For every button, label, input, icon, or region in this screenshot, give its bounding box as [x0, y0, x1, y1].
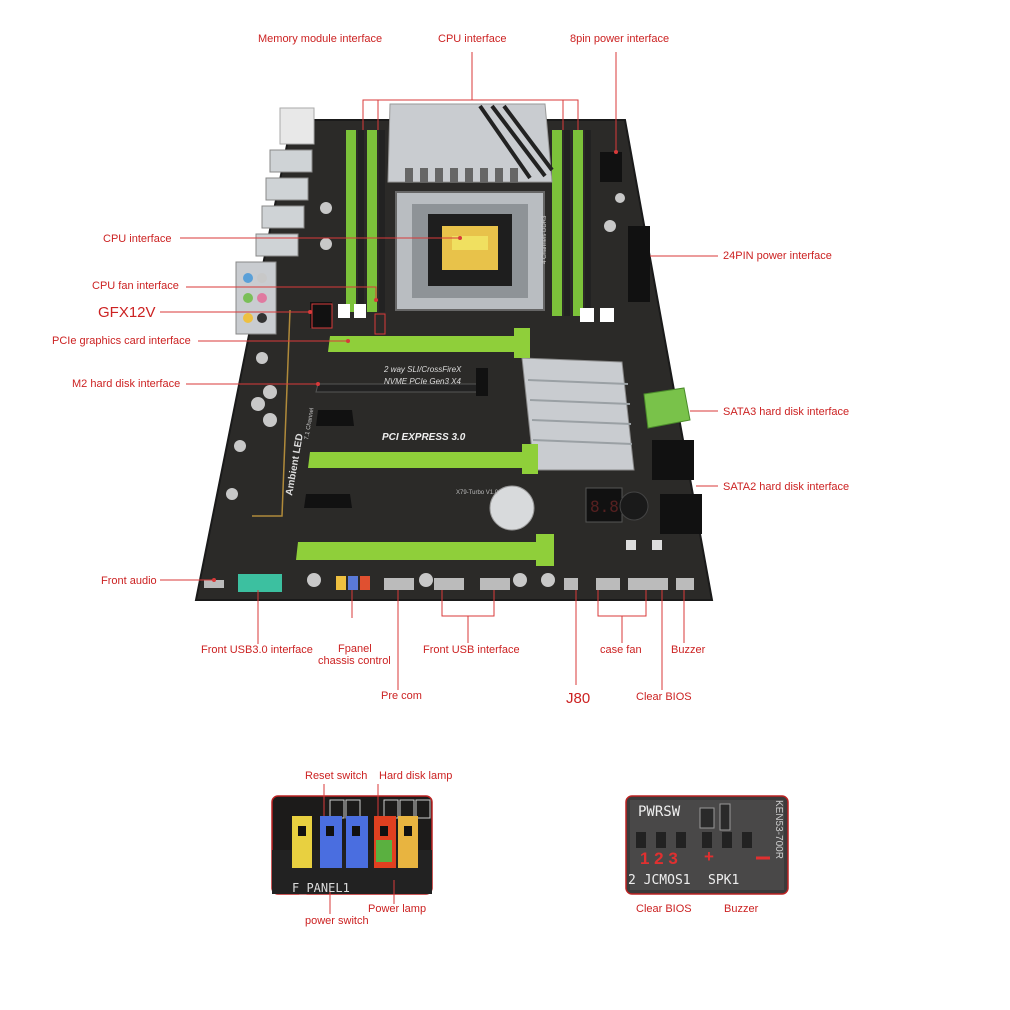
power-lamp-label: Power lamp	[368, 903, 427, 915]
pcie-slot-3	[296, 542, 546, 560]
io-shield-port	[279, 107, 315, 145]
buzzer-label: Buzzer	[671, 644, 706, 656]
usb-ports	[255, 149, 313, 257]
cpu-left-label: CPU interface	[103, 233, 172, 245]
front-usb3-label: Front USB3.0 interface	[201, 644, 313, 656]
channel-board-text: 7.1 Channel	[304, 407, 316, 440]
clear-bios-label: Clear BIOS	[636, 691, 692, 703]
spk-text: SPK1	[708, 873, 739, 888]
24pin-connector	[628, 226, 650, 302]
cpu-fan-label: CPU fan interface	[92, 280, 179, 292]
pre-com-label: Pre com	[381, 690, 422, 702]
clear-bios-detail-label: Clear BIOS	[636, 903, 692, 915]
hdd-lamp-label: Hard disk lamp	[379, 770, 453, 782]
pcie-slot-1	[328, 336, 524, 352]
side-text: KEN53-700R	[773, 800, 784, 859]
model-board-text: X79-Turbo V1.0	[456, 490, 499, 496]
nvme-board-text: NVME PCIe Gen3 X4	[384, 377, 461, 386]
sata2-port-b	[660, 494, 702, 534]
j80-label: J80	[566, 690, 591, 707]
chipset-heatsink	[521, 357, 635, 471]
m2-disk-label: M2 hard disk interface	[72, 378, 181, 390]
memory-module-label: Memory module interface	[258, 33, 383, 45]
8pin-power-label: 8pin power interface	[570, 33, 670, 45]
reset-switch-label: Reset switch	[305, 770, 368, 782]
front-usb3-header	[238, 574, 282, 592]
audio-jacks	[235, 261, 277, 335]
cpu-top-label: CPU interface	[438, 33, 507, 45]
plus-sign: +	[704, 847, 714, 866]
svg-text:8.8: 8.8	[590, 497, 619, 516]
sata3-label: SATA3 hard disk interface	[723, 406, 850, 418]
buzzer-component	[619, 491, 649, 521]
gfx12v-label: GFX12V	[98, 304, 156, 321]
sata2-label: SATA2 hard disk interface	[723, 481, 850, 493]
jumper-numbers: 1 2 3	[640, 849, 678, 868]
front-audio-label: Front audio	[101, 575, 157, 587]
8pin-connector	[600, 152, 622, 182]
debug-led-display	[585, 487, 623, 523]
sata3-port	[643, 387, 691, 429]
pcie-graphics-label: PCIe graphics card interface	[52, 335, 191, 347]
front-usb-label: Front USB interface	[423, 644, 520, 656]
chassis-control-label: chassis control	[318, 655, 391, 667]
pci-express-board-text: PCI EXPRESS 3.0	[382, 432, 466, 443]
pwrsw-text: PWRSW	[638, 804, 681, 820]
sata2-port-a	[652, 440, 694, 480]
pcie-slot-x1-a	[316, 410, 354, 426]
dimm-board-text: 4 Channels DDR3	[542, 215, 548, 264]
case-fan-label: case fan	[600, 644, 642, 656]
pcie1-board-text: 2 way SLI/CrossFireX	[383, 365, 462, 374]
jcmos-text: 2 JCMOS1	[628, 873, 691, 888]
fpanel-label: Fpanel	[338, 643, 372, 655]
power-switch-label: power switch	[305, 915, 369, 927]
pcie-slot-2	[308, 452, 532, 468]
buzzer-detail-label: Buzzer	[724, 903, 759, 915]
pcie-slot-x1-b	[304, 494, 352, 508]
fpanel-detail-text: F_PANEL1	[292, 881, 350, 895]
vrm-heatsink	[387, 103, 553, 183]
24pin-power-label: 24PIN power interface	[723, 250, 832, 262]
cmos-battery	[489, 485, 535, 531]
